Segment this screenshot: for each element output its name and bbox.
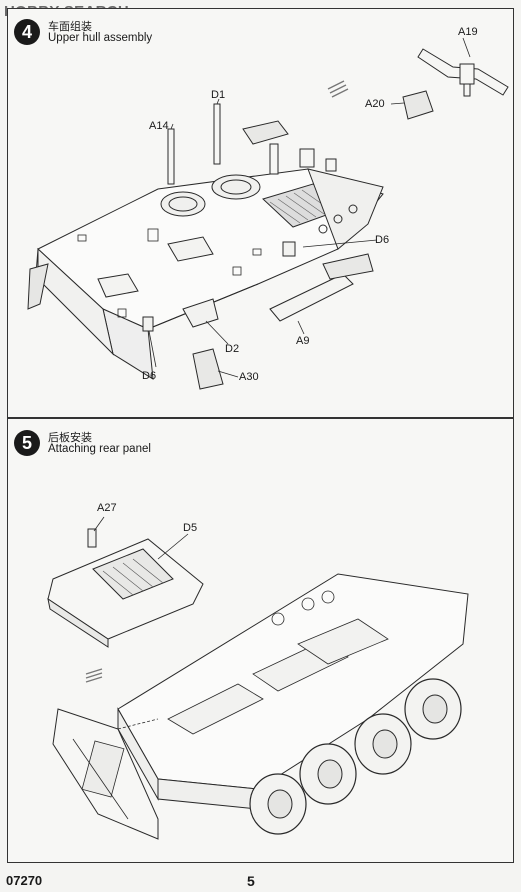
rear-panel-drawing — [47, 516, 469, 840]
product-code: 07270 — [6, 873, 43, 888]
part-label-d5: D5 — [183, 522, 198, 534]
step-title-cn: 后板安装 — [48, 431, 92, 444]
step-4-panel: 4 车面组装 Upper hull assembly — [7, 8, 514, 418]
part-label-d6-right: D6 — [375, 234, 390, 246]
step-number: 5 — [14, 430, 40, 456]
part-label-a14: A14 — [149, 120, 169, 132]
upper-hull-drawing — [27, 37, 509, 390]
step-title-en: Attaching rear panel — [48, 443, 151, 455]
part-label-a20: A20 — [365, 98, 385, 110]
part-label-d2: D2 — [225, 343, 240, 355]
part-label-d6-left: D6 — [142, 370, 157, 382]
step-title-cn: 车面组装 — [48, 20, 92, 33]
part-label-a27: A27 — [97, 502, 117, 514]
part-label-a19: A19 — [458, 26, 478, 38]
page-number: 5 — [247, 873, 255, 889]
part-label-d1: D1 — [211, 89, 226, 101]
step-5-panel: 5 后板安装 Attaching rear panel — [7, 418, 514, 863]
step-title-en: Upper hull assembly — [48, 32, 153, 44]
part-label-a9: A9 — [296, 335, 310, 347]
part-label-a30: A30 — [239, 371, 259, 383]
step-number: 4 — [14, 19, 40, 45]
